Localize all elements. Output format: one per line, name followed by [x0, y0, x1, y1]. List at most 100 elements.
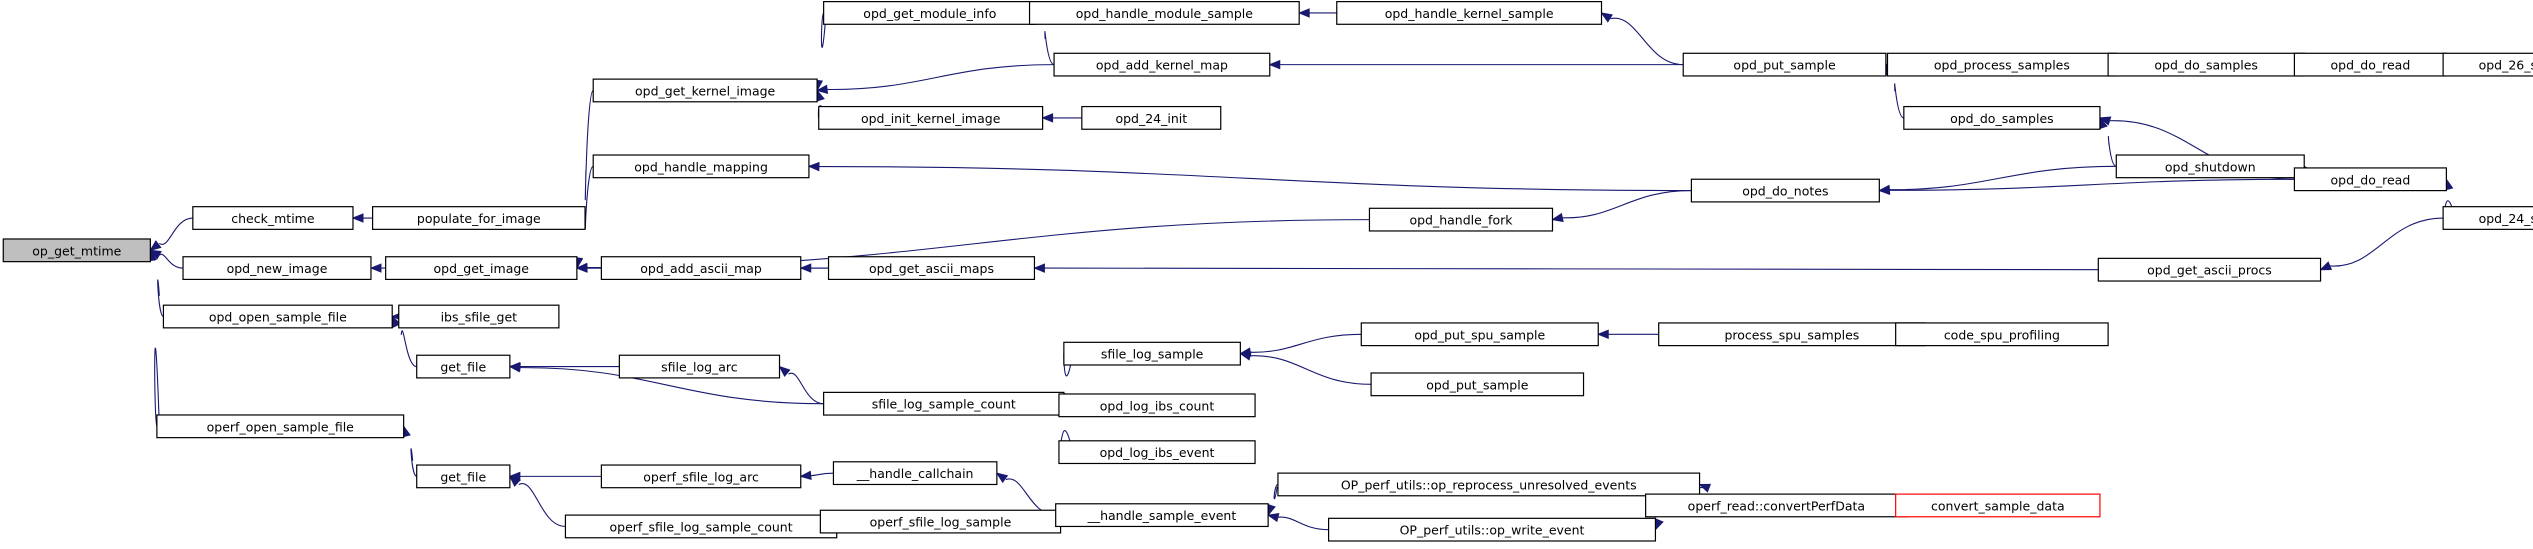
- node-box[interactable]: [1058, 393, 1256, 418]
- node-opd_add_kernel_map[interactable]: opd_add_kernel_map: [1053, 52, 1271, 77]
- node-box[interactable]: [1277, 472, 1701, 497]
- node-opd_log_ibs_count[interactable]: opd_log_ibs_count: [1058, 393, 1256, 418]
- node-opd_handle_kernel_sample[interactable]: opd_handle_kernel_sample: [1336, 1, 1603, 25]
- arrow-head-icon: [1041, 113, 1054, 123]
- node-box[interactable]: [818, 105, 1044, 130]
- arrow-head-icon: [575, 263, 588, 273]
- node-handle_callchain[interactable]: __handle_callchain: [832, 461, 998, 486]
- node-opd_init_kernel_image[interactable]: opd_init_kernel_image: [818, 105, 1044, 130]
- node-box[interactable]: [832, 461, 998, 486]
- node-opd_get_ascii_maps[interactable]: opd_get_ascii_maps: [827, 256, 1036, 281]
- node-operf_sfile_log_sample_count[interactable]: operf_sfile_log_sample_count: [564, 514, 838, 539]
- node-convertPerfData[interactable]: operf_read::convertPerfData: [1645, 493, 1908, 518]
- node-populate_for_image[interactable]: populate_for_image: [371, 206, 586, 230]
- node-box[interactable]: [416, 464, 511, 489]
- node-box[interactable]: [592, 78, 818, 103]
- node-opd_handle_fork[interactable]: opd_handle_fork: [1368, 207, 1554, 232]
- node-box[interactable]: [2442, 52, 2533, 77]
- node-box[interactable]: [156, 414, 405, 439]
- node-box[interactable]: [592, 154, 810, 179]
- node-code_spu_profiling[interactable]: code_spu_profiling: [1895, 322, 2109, 347]
- node-box[interactable]: [192, 206, 354, 230]
- node-sfile_log_sample[interactable]: sfile_log_sample: [1063, 341, 1241, 366]
- node-process_spu_samples[interactable]: process_spu_samples: [1658, 322, 1926, 347]
- node-opd_do_samples_2[interactable]: opd_do_samples: [2107, 52, 2305, 77]
- edge-opd_get_ascii_procs-to-opd_get_ascii_maps: [1033, 263, 2099, 273]
- node-opd_process_samples[interactable]: opd_process_samples: [1886, 52, 2117, 77]
- node-opd_do_read_1[interactable]: opd_do_read: [2293, 52, 2447, 77]
- node-box[interactable]: [600, 256, 802, 281]
- node-opd_put_spu_sample[interactable]: opd_put_spu_sample: [1360, 322, 1599, 347]
- node-operf_open_sample_file[interactable]: operf_open_sample_file: [156, 414, 405, 439]
- node-opd_24_start[interactable]: opd_24_start: [2442, 206, 2533, 230]
- node-box[interactable]: [416, 354, 511, 379]
- node-opd_get_kernel_image[interactable]: opd_get_kernel_image: [592, 78, 818, 103]
- node-sfile_log_arc[interactable]: sfile_log_arc: [618, 354, 781, 379]
- node-box[interactable]: [398, 304, 560, 329]
- edge-opd_24_start-to-opd_get_ascii_procs: [2319, 217, 2444, 271]
- node-opd_put_sample_spu[interactable]: opd_put_sample: [1370, 372, 1585, 397]
- node-convert_sample_data[interactable]: convert_sample_data: [1895, 493, 2101, 518]
- node-box[interactable]: [182, 256, 372, 281]
- node-box[interactable]: [1336, 1, 1603, 25]
- node-box[interactable]: [162, 304, 393, 329]
- node-sfile_log_sample_count[interactable]: sfile_log_sample_count: [823, 391, 1065, 416]
- node-check_mtime[interactable]: check_mtime: [192, 206, 354, 230]
- node-box[interactable]: [827, 256, 1036, 281]
- node-box[interactable]: [1028, 1, 1300, 25]
- node-box[interactable]: [371, 206, 586, 230]
- node-opd_get_module_info[interactable]: opd_get_module_info: [823, 1, 1037, 25]
- node-box[interactable]: [1360, 322, 1599, 347]
- node-box[interactable]: [1053, 52, 1271, 77]
- node-box[interactable]: [2115, 154, 2305, 179]
- node-box[interactable]: [600, 464, 802, 489]
- node-opd_24_init[interactable]: opd_24_init: [1081, 105, 1222, 130]
- node-opd_get_image[interactable]: opd_get_image: [385, 256, 578, 281]
- node-operf_sfile_log_arc[interactable]: operf_sfile_log_arc: [600, 464, 802, 489]
- node-op_reprocess[interactable]: OP_perf_utils::op_reprocess_unresolved_e…: [1277, 472, 1701, 497]
- node-opd_do_samples_1[interactable]: opd_do_samples: [1903, 105, 2101, 130]
- node-opd_26_start[interactable]: opd_26_start: [2442, 52, 2533, 77]
- node-box[interactable]: [1063, 341, 1241, 366]
- node-opd_open_sample_file[interactable]: opd_open_sample_file: [162, 304, 393, 329]
- node-box[interactable]: [1058, 440, 1256, 465]
- node-box[interactable]: [2293, 167, 2447, 192]
- node-label: opd_put_spu_sample: [1414, 327, 1545, 342]
- node-box[interactable]: [1690, 178, 1880, 203]
- node-opd_handle_mapping[interactable]: opd_handle_mapping: [592, 154, 810, 179]
- edge-operf_sfile_log_arc-to-get_file_2: [508, 471, 602, 482]
- node-opd_get_ascii_procs[interactable]: opd_get_ascii_procs: [2097, 257, 2322, 282]
- node-operf_sfile_log_sample[interactable]: operf_sfile_log_sample: [819, 509, 1062, 534]
- node-box[interactable]: [1895, 493, 2101, 518]
- node-box[interactable]: [2097, 257, 2322, 282]
- node-box[interactable]: [1370, 372, 1585, 397]
- node-box[interactable]: [1327, 517, 1657, 542]
- node-opd_new_image[interactable]: opd_new_image: [182, 256, 372, 281]
- node-box[interactable]: [1055, 503, 1269, 528]
- node-opd_handle_module_sample[interactable]: opd_handle_module_sample: [1028, 1, 1300, 25]
- node-box[interactable]: [385, 256, 578, 281]
- node-box[interactable]: [2442, 206, 2533, 230]
- arrow-head-icon: [149, 240, 162, 252]
- node-box[interactable]: [1895, 322, 2109, 347]
- node-opd_shutdown[interactable]: opd_shutdown: [2115, 154, 2305, 179]
- node-get_file_2[interactable]: get_file: [416, 464, 511, 489]
- node-box[interactable]: [1903, 105, 2101, 130]
- node-box[interactable]: [2, 238, 151, 263]
- node-get_file_1[interactable]: get_file: [416, 354, 511, 379]
- node-opd_do_notes[interactable]: opd_do_notes: [1690, 178, 1880, 203]
- node-ibs_sfile_get[interactable]: ibs_sfile_get: [398, 304, 560, 329]
- node-box[interactable]: [1682, 52, 1887, 77]
- node-handle_sample_event[interactable]: __handle_sample_event: [1055, 503, 1269, 528]
- node-label: opd_26_start: [2479, 58, 2533, 73]
- node-box[interactable]: [1081, 105, 1222, 130]
- node-op_get_mtime[interactable]: op_get_mtime: [2, 238, 151, 263]
- node-opd_do_read_2[interactable]: opd_do_read: [2293, 167, 2447, 192]
- node-box[interactable]: [1368, 207, 1554, 232]
- node-opd_log_ibs_event[interactable]: opd_log_ibs_event: [1058, 440, 1256, 465]
- node-op_write_event[interactable]: OP_perf_utils::op_write_event: [1327, 517, 1657, 542]
- node-opd_put_sample[interactable]: opd_put_sample: [1682, 52, 1887, 77]
- edge-line: [1044, 31, 1055, 66]
- node-box[interactable]: [618, 354, 781, 379]
- node-opd_add_ascii_map[interactable]: opd_add_ascii_map: [600, 256, 802, 281]
